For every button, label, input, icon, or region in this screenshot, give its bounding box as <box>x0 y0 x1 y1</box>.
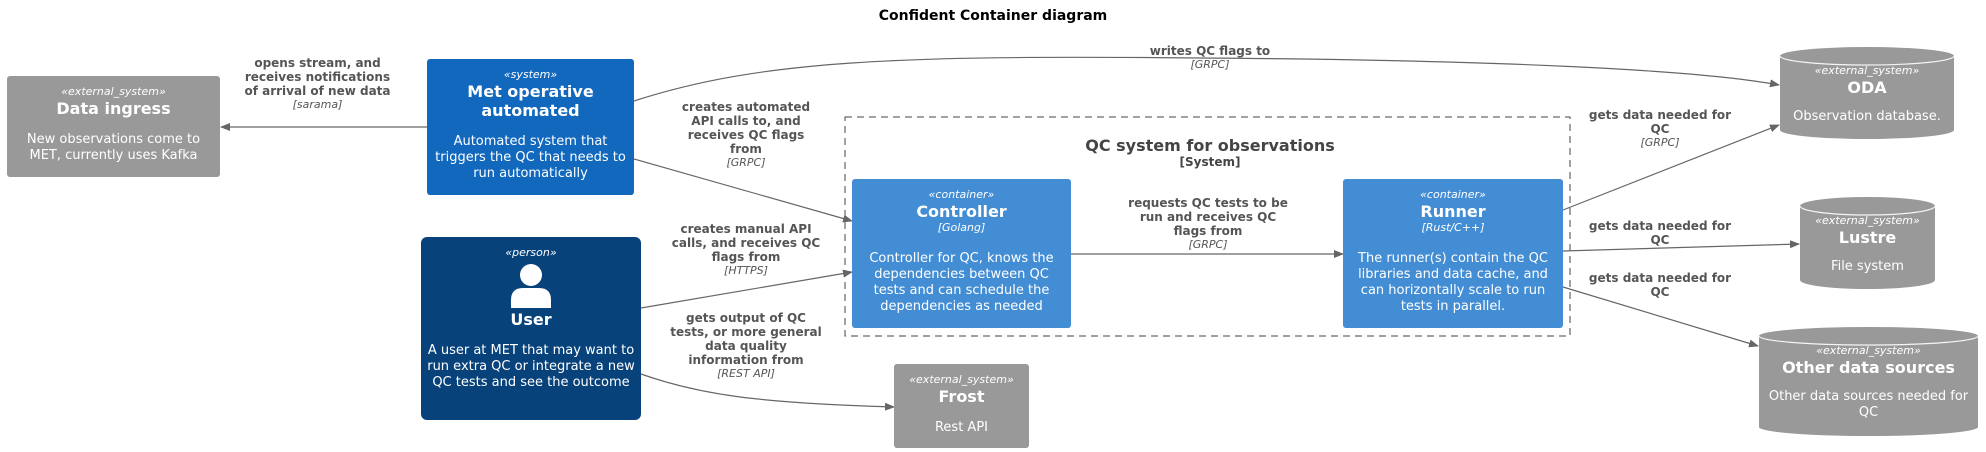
diagram-title: Confident Container diagram <box>878 8 1108 24</box>
node-frost: «external_system» Frost Rest API <box>894 364 1029 448</box>
relation-label: opens stream, and receives notifications… <box>244 56 391 98</box>
node-name: Controller <box>916 202 1007 221</box>
node-data-ingress: «external_system» Data ingress New obser… <box>7 76 220 177</box>
stereotype: «container» <box>928 188 995 201</box>
node-description: The runner(s) contain the QC libraries a… <box>1358 251 1548 314</box>
system-boundary <box>844 116 1571 337</box>
node-name: Frost <box>938 387 985 406</box>
relation-label: gets data needed for QC <box>1588 108 1732 136</box>
node-description: File system <box>1831 259 1904 274</box>
node-description: Automated system that triggers the QC th… <box>435 134 626 181</box>
stereotype: «external_system» <box>1816 344 1921 357</box>
relation-tech: [GRPC] <box>726 156 766 169</box>
node-description: Rest API <box>934 420 988 435</box>
relation-label: creates manual API calls, and receives Q… <box>671 222 821 264</box>
edge-runner-to-other <box>1562 286 1759 348</box>
relation-label: creates automated API calls to, and rece… <box>681 100 811 156</box>
stereotype: «external_system» <box>909 373 1014 386</box>
node-runner: «container» Runner [Rust/C++] The runner… <box>1343 179 1563 328</box>
label-opens-stream: opens stream, and receives notifications… <box>240 56 395 111</box>
label-writes-qc: writes QC flags to [GRPC] <box>1120 44 1300 71</box>
node-name: Other data sources <box>1782 358 1955 377</box>
node-description: Other data sources needed for QC <box>1768 389 1969 420</box>
relation-label: gets data needed for QC <box>1588 271 1732 299</box>
relation-tech: [GRPC] <box>1190 58 1230 71</box>
node-description: A user at MET that may want to run extra… <box>427 343 635 390</box>
relation-tech: [GRPC] <box>1188 238 1228 251</box>
cylinder-shape <box>1799 197 1936 289</box>
node-name: User <box>510 310 552 329</box>
relation-tech: [GRPC] <box>1640 136 1680 149</box>
node-name: Met operative automated <box>467 82 594 120</box>
node-description: New observations come to MET, currently … <box>26 132 201 163</box>
label-requests-qc: requests QC tests to be run and receives… <box>1128 196 1288 251</box>
boundary-type: [System] <box>1179 155 1241 169</box>
relation-label: gets data needed for QC <box>1588 219 1732 247</box>
node-name: Lustre <box>1838 228 1897 247</box>
label-gets-other: gets data needed for QC <box>1585 271 1735 299</box>
edge-runner-to-lustre <box>1562 240 1800 252</box>
stereotype: «external_system» <box>61 85 166 98</box>
stereotype: «person» <box>505 246 557 259</box>
node-name: Data ingress <box>56 99 171 118</box>
node-other-data-sources: «external_system» Other data sources Oth… <box>1758 326 1979 437</box>
node-technology: [Rust/C++] <box>1421 221 1485 234</box>
cylinder-shape <box>1779 47 1955 139</box>
stereotype: «external_system» <box>1815 214 1920 227</box>
node-technology: [Golang] <box>937 221 986 234</box>
label-creates-auto: creates automated API calls to, and rece… <box>670 100 822 169</box>
relation-label: gets output of QC tests, or more general… <box>670 311 822 367</box>
relation-tech: [sarama] <box>292 98 343 111</box>
edge-runner-to-oda <box>1562 124 1780 211</box>
node-description: Observation database. <box>1793 109 1941 124</box>
label-creates-manual: creates manual API calls, and receives Q… <box>666 222 826 277</box>
node-user: «person» User A user at MET that may wan… <box>421 237 641 420</box>
person-icon <box>511 264 551 308</box>
node-controller: «container» Controller [Golang] Controll… <box>852 179 1071 328</box>
label-gets-oda: gets data needed for QC [GRPC] <box>1585 108 1735 149</box>
stereotype: «external_system» <box>1814 64 1920 77</box>
edge-met-to-controller <box>633 158 853 223</box>
node-name: ODA <box>1847 78 1887 97</box>
boundary-name: QC system for observations <box>1085 136 1335 155</box>
label-gets-output: gets output of QC tests, or more general… <box>666 311 826 380</box>
node-lustre: «external_system» Lustre File system <box>1799 196 1936 290</box>
edge-user-to-frost <box>640 373 895 411</box>
node-description: Controller for QC, knows the dependencie… <box>869 251 1054 314</box>
edge-user-to-controller <box>640 269 853 309</box>
relation-tech: [REST API] <box>717 367 775 380</box>
relation-label: writes QC flags to <box>1149 44 1271 58</box>
boundary-title: QC system for observations [System] <box>845 136 1575 169</box>
label-gets-lustre: gets data needed for QC <box>1585 219 1735 247</box>
relation-label: requests QC tests to be run and receives… <box>1128 196 1288 238</box>
node-met-operative-automated: «system» Met operative automated Automat… <box>427 59 634 195</box>
node-oda: «external_system» ODA Observation databa… <box>1779 46 1955 140</box>
stereotype: «system» <box>503 68 558 81</box>
edge-met-to-oda <box>633 56 1780 102</box>
relation-tech: [HTTPS] <box>724 264 768 277</box>
node-name: Runner <box>1420 202 1486 221</box>
cylinder-shape <box>1758 327 1979 436</box>
stereotype: «container» <box>1420 188 1486 201</box>
